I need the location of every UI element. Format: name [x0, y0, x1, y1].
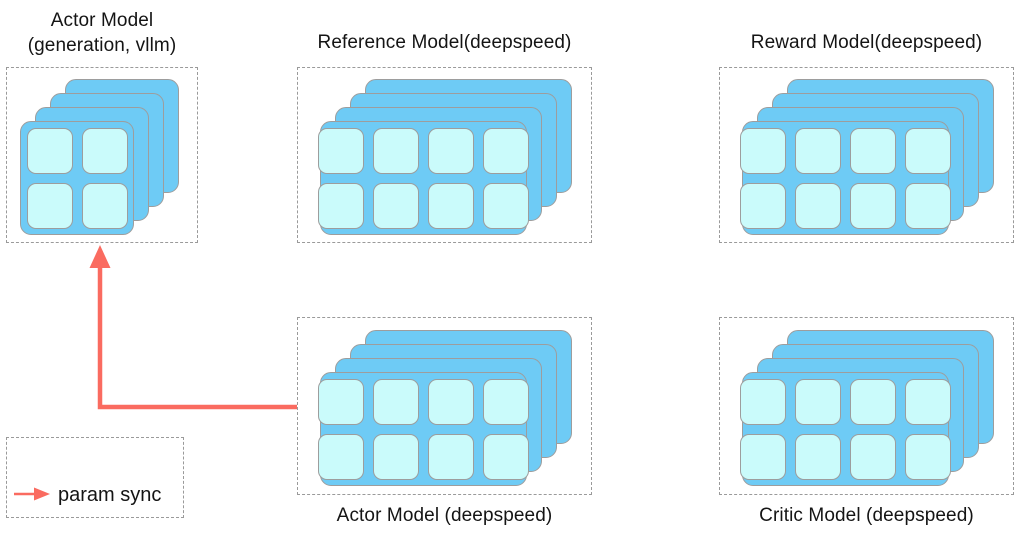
- card-cell: [373, 182, 419, 229]
- card-front: [318, 372, 529, 486]
- card-cell: [318, 433, 364, 480]
- card-cell: [850, 127, 896, 174]
- card-cell: [428, 378, 474, 425]
- card-cell: [740, 433, 786, 480]
- legend-dashed-container: [6, 437, 184, 518]
- card-cell: [428, 433, 474, 480]
- card-cell: [740, 182, 786, 229]
- dashed-container-reference-model: [297, 67, 592, 243]
- legend-label: param sync: [58, 484, 162, 506]
- card-front: [740, 121, 951, 235]
- card-stack-actor-vllm: [6, 67, 198, 243]
- card-cell: [850, 182, 896, 229]
- dashed-container-actor-deepspeed: [297, 317, 592, 495]
- card-cell: [81, 127, 128, 174]
- card-stack-reward-model: [719, 67, 1014, 243]
- dashed-container-actor-vllm: [6, 67, 198, 243]
- card-cell: [428, 127, 474, 174]
- param-sync-arrow-head: [89, 245, 111, 268]
- card-cell: [373, 378, 419, 425]
- card-cell: [26, 127, 73, 174]
- caption-actor-vllm-line1: Actor Model: [50, 10, 154, 31]
- card-cell: [26, 182, 73, 229]
- card-stack-critic-model: [719, 317, 1014, 495]
- card-cell: [318, 127, 364, 174]
- card-cell: [795, 378, 841, 425]
- card-cell: [740, 127, 786, 174]
- card-cell: [483, 433, 529, 480]
- card-cell: [795, 127, 841, 174]
- card-cell: [740, 378, 786, 425]
- card-cell: [373, 433, 419, 480]
- card-cell: [318, 182, 364, 229]
- card-cell: [428, 182, 474, 229]
- caption-critic-model: Critic Model (deepspeed): [759, 505, 974, 526]
- card-stack-reference-model: [297, 67, 592, 243]
- dashed-container-critic-model: [719, 317, 1014, 495]
- card-cell: [795, 433, 841, 480]
- card-front: [20, 121, 134, 235]
- card-cell: [850, 433, 896, 480]
- card-front: [740, 372, 951, 486]
- card-cell: [318, 378, 364, 425]
- card-cell: [905, 378, 951, 425]
- dashed-container-reward-model: [719, 67, 1014, 243]
- card-cell: [373, 127, 419, 174]
- card-cell: [850, 378, 896, 425]
- caption-actor-vllm-line2: (generation, vllm): [27, 35, 177, 56]
- card-cell: [483, 378, 529, 425]
- card-cell: [905, 182, 951, 229]
- card-stack-actor-deepspeed: [297, 317, 592, 495]
- caption-reference-model: Reference Model(deepspeed): [317, 32, 572, 53]
- caption-actor-deepspeed: Actor Model (deepspeed): [336, 505, 553, 526]
- card-cell: [483, 182, 529, 229]
- card-cell: [905, 433, 951, 480]
- param-sync-arrow-line: [97, 262, 297, 410]
- caption-reward-model: Reward Model(deepspeed): [750, 32, 983, 53]
- card-cell: [483, 127, 529, 174]
- card-cell: [81, 182, 128, 229]
- card-cell: [795, 182, 841, 229]
- card-cell: [905, 127, 951, 174]
- card-front: [318, 121, 529, 235]
